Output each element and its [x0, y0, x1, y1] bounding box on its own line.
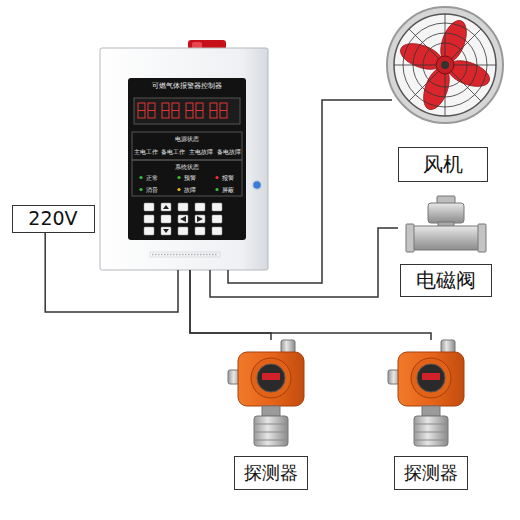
digit-display [138, 103, 227, 118]
speaker-grille [150, 252, 220, 257]
indicator-lamp [253, 181, 262, 190]
fan-motor [441, 61, 449, 69]
power-input-box: 220V [12, 205, 95, 233]
alarm-controller: 可燃气体报警器控制器 [100, 48, 268, 270]
panel-section-heading: 系统状态 [175, 163, 199, 170]
key [161, 203, 171, 211]
grill-spoke [409, 29, 481, 101]
wire-connector [228, 100, 392, 283]
key [161, 215, 171, 223]
status-item: 消音 [146, 186, 158, 193]
key [144, 203, 154, 211]
status-item: 屏蔽 [222, 186, 234, 193]
wire-connector [190, 270, 431, 340]
node-label: 探测器 [394, 456, 468, 490]
panel-section-heading: 电源状态 [175, 135, 199, 142]
fan-hub [436, 56, 454, 74]
control-panel [128, 78, 246, 240]
key [195, 203, 205, 211]
status-led [139, 188, 142, 191]
key [178, 203, 188, 211]
key [212, 215, 222, 223]
key [178, 215, 188, 223]
controller-housing [100, 48, 268, 270]
key [212, 203, 222, 211]
node-label: 探测器 [234, 456, 308, 490]
fan-guard [394, 14, 496, 116]
status-item: 故障 [184, 186, 196, 193]
power-status-frame [132, 132, 242, 160]
grill-spoke [409, 29, 481, 101]
status-item: 正常 [146, 174, 158, 181]
status-item: 主电故障 [189, 148, 213, 155]
wire-connector [45, 233, 178, 312]
gas-detector [228, 340, 304, 446]
key [195, 227, 205, 235]
key [212, 227, 222, 235]
status-led [139, 176, 142, 179]
arrow-key-symbol [197, 216, 203, 222]
digit-segment [138, 110, 227, 111]
solenoid-valve: 电磁阀 [398, 195, 495, 298]
gas-detector [388, 340, 464, 446]
grille-frame [150, 252, 220, 257]
status-led [215, 188, 218, 191]
grille-holes [152, 254, 218, 255]
keypad [144, 203, 222, 235]
status-led [215, 176, 218, 179]
key [144, 227, 154, 235]
key [144, 215, 154, 223]
key [161, 227, 171, 235]
valve-coil [428, 203, 464, 223]
gas-detector: 探测器 [230, 340, 312, 492]
key [195, 215, 205, 223]
fan-grill [394, 14, 496, 116]
status-item: 备电故障 [217, 148, 241, 155]
node-label: 220V [13, 206, 93, 231]
display-window [134, 98, 240, 124]
gas-detector: 探测器 [390, 340, 472, 492]
status-item: 主电工作 [134, 148, 158, 155]
status-item: 预警 [184, 174, 196, 181]
node-label: 电磁阀 [400, 264, 492, 297]
key [178, 227, 188, 235]
arrow-key-symbol [163, 229, 169, 233]
fan-unit: 风机 [392, 5, 495, 185]
fan-frame [387, 7, 503, 123]
status-led [177, 176, 180, 179]
key-arrows [163, 205, 203, 233]
status-led [177, 188, 180, 191]
status-item: 报警 [222, 174, 234, 181]
system-status-frame [132, 160, 242, 196]
node-label: 风机 [398, 147, 488, 182]
valve-port [406, 224, 414, 252]
arrow-key-symbol [180, 216, 186, 222]
wire-connector [210, 228, 398, 297]
arrow-key-symbol [163, 205, 169, 209]
wire-connector [190, 270, 271, 340]
valve-port [478, 224, 486, 252]
valve-body [410, 226, 482, 250]
status-item: 备电工作 [161, 148, 185, 155]
node-label: 可燃气体报警器控制器 [128, 81, 246, 92]
